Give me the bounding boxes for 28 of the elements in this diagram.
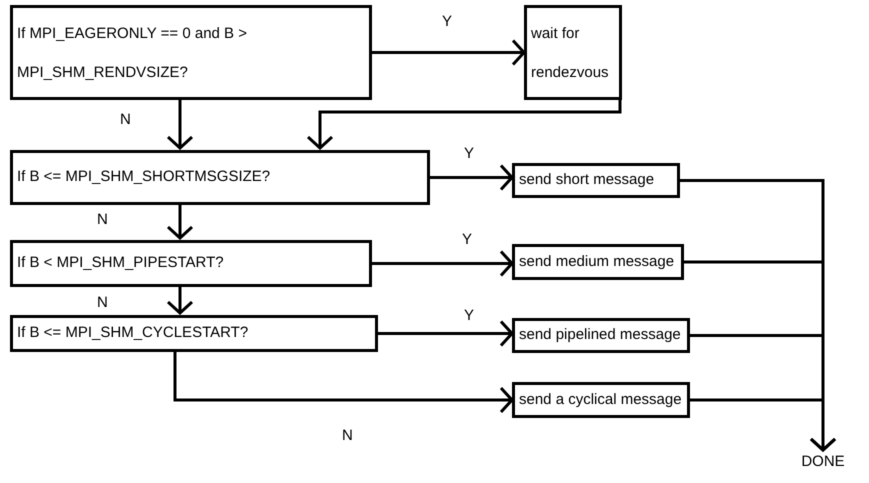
edge-label: Y <box>462 308 476 323</box>
decision-box: If B <= MPI_SHM_SHORTMSGSIZE? <box>10 150 430 205</box>
arrow <box>166 205 194 240</box>
edge-label: N <box>118 112 133 127</box>
arrow <box>166 287 194 314</box>
arrow <box>690 398 836 452</box>
arrow <box>174 352 514 414</box>
edge-label: Y <box>440 14 454 29</box>
arrow <box>378 320 514 347</box>
arrow <box>372 250 514 277</box>
edge-label: N <box>340 428 355 443</box>
arrow <box>372 39 526 66</box>
decision-box: If B < MPI_SHM_PIPESTART? <box>10 240 372 287</box>
process-box: wait for rendezvous <box>524 5 622 100</box>
arrow <box>306 100 622 150</box>
arrow <box>166 100 194 150</box>
edge-label: Y <box>462 146 476 161</box>
process-box: send short message <box>512 163 680 198</box>
decision-box: If MPI_EAGERONLY == 0 and B > MPI_SHM_RENDVSIZE? <box>10 5 372 100</box>
arrow <box>430 164 514 191</box>
edge-label: Y <box>460 232 474 247</box>
edge-label: N <box>95 295 110 310</box>
end-label: DONE <box>800 452 846 472</box>
decision-box: If B <= MPI_SHM_CYCLESTART? <box>10 315 378 352</box>
process-box: send pipelined message <box>512 318 690 353</box>
edge-label: N <box>95 212 110 227</box>
process-box: send a cyclical message <box>512 382 690 418</box>
process-box: send medium message <box>512 244 684 280</box>
